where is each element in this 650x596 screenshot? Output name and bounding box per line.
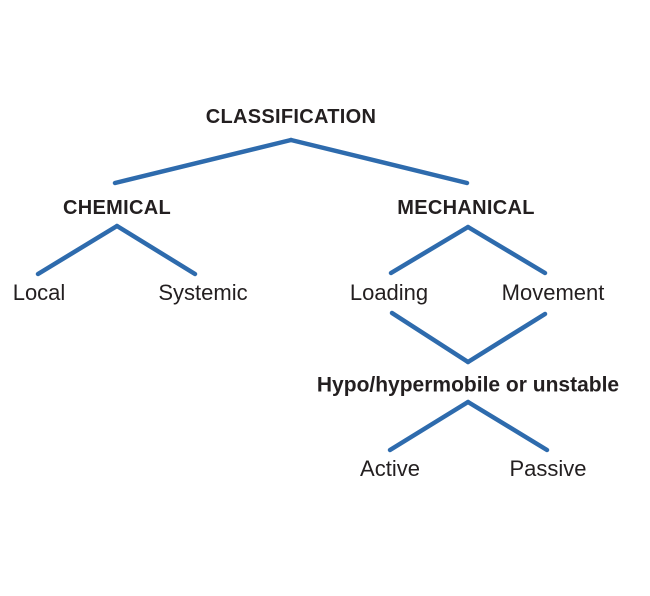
node-passive: Passive (509, 456, 587, 481)
node-loading: Loading (349, 280, 429, 305)
mechanical-to-movement-line (465, 224, 548, 276)
node-chemical: CHEMICAL (63, 197, 171, 219)
node-mechanical: MECHANICAL (397, 197, 535, 219)
loading-to-hypo-line (389, 310, 471, 365)
chemical-to-local-line (35, 223, 120, 277)
node-active: Active (360, 456, 420, 481)
chemical-to-systemic-line (114, 223, 198, 277)
classification-to-chemical-line (112, 137, 294, 186)
movement-to-hypo-line (465, 311, 548, 365)
classification-to-mechanical-line (288, 137, 470, 186)
node-hypo-unstable: Hypo/hypermobile or unstable (316, 373, 620, 397)
node-movement: Movement (501, 280, 605, 305)
node-classification: CLASSIFICATION (205, 106, 377, 128)
hypo-to-passive-line (465, 399, 550, 453)
node-systemic: Systemic (158, 280, 248, 305)
mechanical-to-loading-line (388, 224, 471, 276)
node-local: Local (12, 280, 66, 305)
hypo-to-active-line (387, 399, 471, 453)
